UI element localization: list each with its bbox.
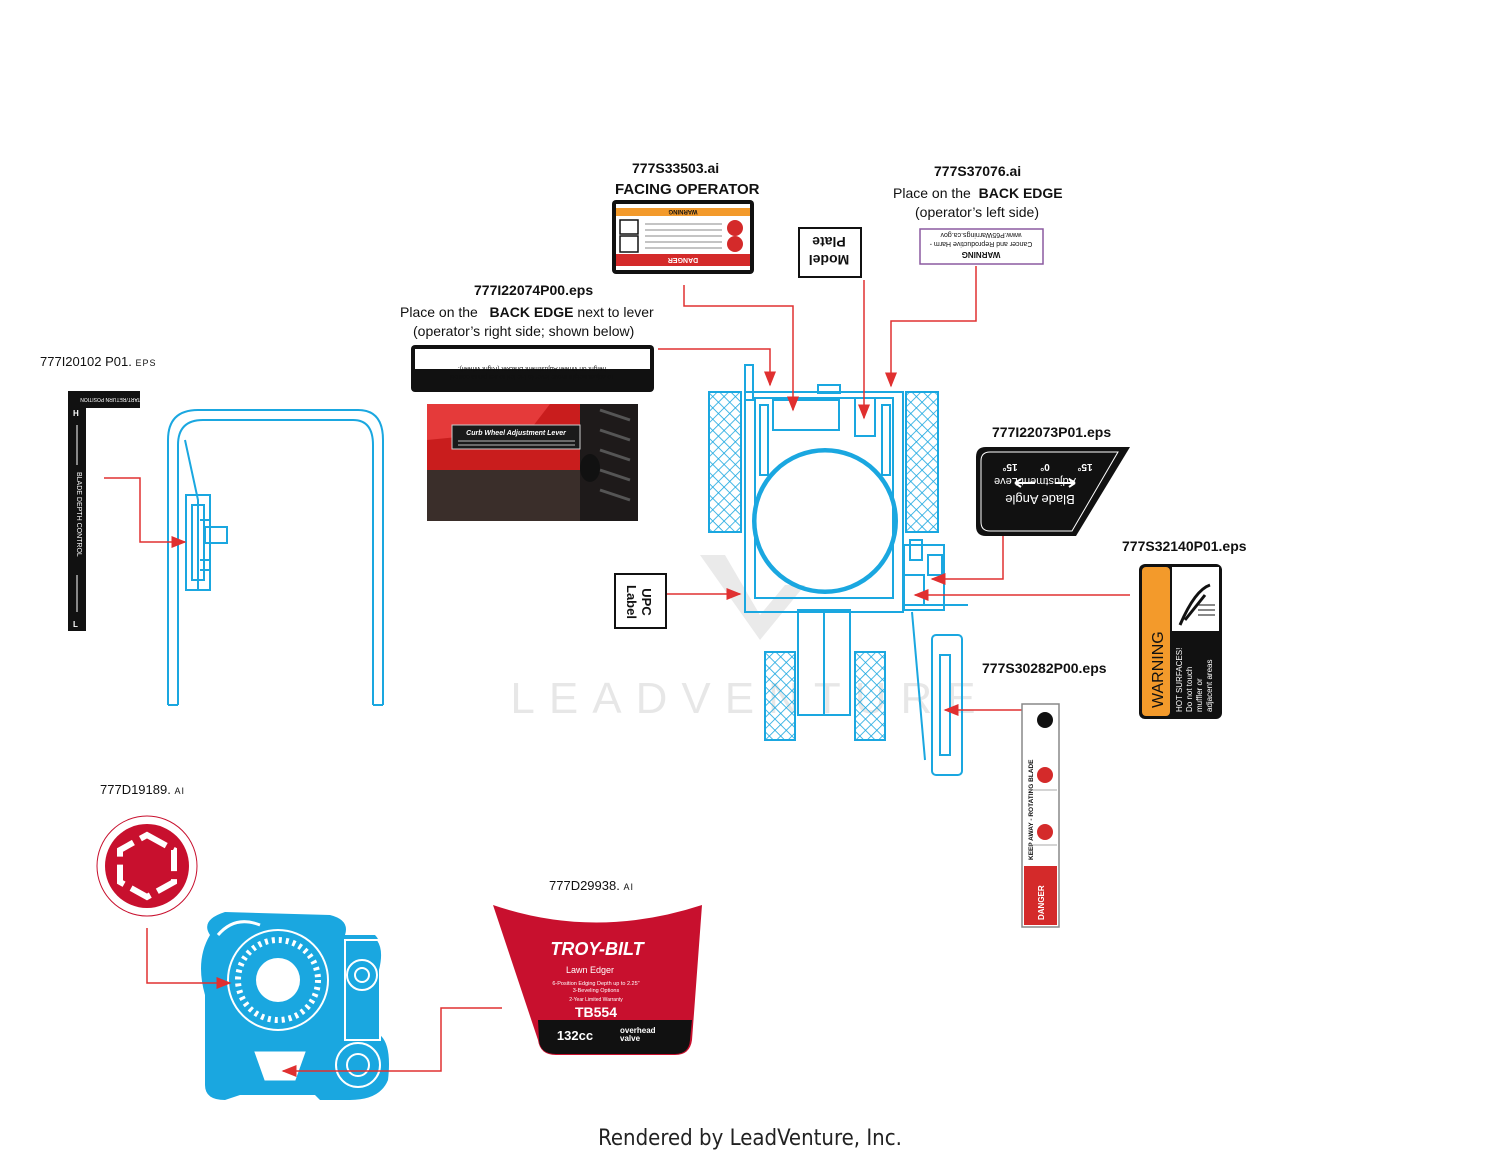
svg-text:Do not touch: Do not touch: [1185, 667, 1194, 712]
place-back-edge-left: Place on the BACK EDGE: [893, 185, 1063, 201]
svg-text:3-Beveling Options: 3-Beveling Options: [573, 988, 620, 994]
svg-text:132cc: 132cc: [557, 1028, 593, 1043]
part-777I22074P00: 777I22074P00.eps: [474, 282, 594, 298]
svg-text:overhead: overhead: [620, 1026, 656, 1035]
svg-text:Cancer and Reproductive Harm -: Cancer and Reproductive Harm -: [929, 240, 1032, 247]
arrow-curb-wheel: [658, 348, 776, 387]
svg-text:valve: valve: [620, 1034, 641, 1043]
arrow-facing-operator: [683, 285, 799, 412]
caption-facing-operator: FACING OPERATOR: [615, 181, 760, 198]
arrow-engine-decal: [281, 1007, 502, 1077]
svg-text:Curb Wheel Adjustment Lever: Curb Wheel Adjustment Lever: [466, 430, 567, 437]
watermark-logo: [700, 555, 805, 640]
decal-facing-operator: DANGER WARNING: [612, 200, 754, 274]
svg-text:15°: 15°: [1002, 461, 1017, 472]
svg-text:Adjustment Leve: Adjustment Leve: [994, 475, 1076, 487]
arrow-prop65: [885, 266, 977, 388]
svg-text:adjacent areas: adjacent areas: [1205, 660, 1214, 712]
part-777S32140P01: 777S32140P01.eps: [1122, 538, 1247, 554]
part-777D29938: 777D29938. AI: [549, 878, 634, 893]
svg-text:TB554: TB554: [575, 1004, 617, 1020]
svg-text:muffler or: muffler or: [1195, 678, 1204, 712]
footer-credit: Rendered by LeadVenture, Inc.: [598, 1126, 902, 1151]
svg-text:WARNING: WARNING: [668, 208, 697, 214]
decal-curb-wheel: Curb Wheel Adjustment Leve To adjust hei…: [411, 345, 654, 392]
svg-text:Lawn Edger: Lawn Edger: [566, 965, 614, 975]
svg-text:www.P65Warnings.ca.gov: www.P65Warnings.ca.gov: [940, 231, 1023, 238]
svg-text:2-Year Limited Warranty: 2-Year Limited Warranty: [569, 997, 623, 1003]
place-back-edge-lever: Place on the BACK EDGE next to lever: [400, 304, 654, 320]
arrow-engine-logo: [146, 928, 232, 989]
engine-drawing: [201, 912, 389, 1100]
svg-text:6-Position Edging Depth up to: 6-Position Edging Depth up to 2.25": [552, 981, 639, 987]
arrow-depth: [104, 477, 187, 548]
svg-text:WARNING: WARNING: [962, 250, 1001, 259]
svg-text:BLADE DEPTH CONTROL: BLADE DEPTH CONTROL: [75, 472, 82, 557]
decal-engine-logo: [96, 815, 198, 917]
svg-text:KEEP AWAY - ROTATING BLADE: KEEP AWAY - ROTATING BLADE: [1028, 759, 1035, 860]
svg-text:DANGER: DANGER: [1037, 885, 1046, 920]
handle-drawing: [167, 409, 384, 706]
part-777S30282P00: 777S30282P00.eps: [982, 660, 1107, 676]
svg-text:WARNING: WARNING: [1150, 631, 1167, 708]
place-operator-left: (operator’s left side): [915, 204, 1039, 220]
edger-top-view: [708, 364, 968, 776]
decal-hot-surface: WARNING HOT SURFACES! Do not touch muffl…: [1139, 564, 1222, 719]
model-plate-text: Model Plate: [808, 234, 850, 268]
curb-wheel-photo: Curb Wheel Adjustment Lever: [427, 404, 638, 521]
part-777S37076: 777S37076.ai: [934, 163, 1022, 179]
decal-blade-depth: START/RETURN POSITION BLADE DEPTH CONTRO…: [68, 391, 144, 631]
part-777I20102P01: 777I20102 P01. EPS: [40, 354, 157, 369]
part-777S33503: 777S33503.ai: [632, 160, 720, 176]
place-operator-right: (operator’s right side; shown below): [413, 323, 635, 339]
svg-text:H: H: [73, 409, 79, 418]
part-777I22073P01: 777I22073P01.eps: [992, 424, 1112, 440]
svg-text:0°: 0°: [1040, 461, 1050, 472]
svg-text:Curb Wheel Adjustment Leve: Curb Wheel Adjustment Leve: [451, 352, 607, 366]
svg-text:DANGER: DANGER: [668, 256, 698, 263]
svg-text:15°: 15°: [1077, 461, 1092, 472]
svg-text:To adjust height move lever to: To adjust height move lever to the left …: [449, 373, 614, 380]
arrow-blade-angle: [930, 536, 1004, 585]
upc-label-box: [614, 573, 667, 629]
upc-label-text: UPC Label: [624, 585, 654, 619]
svg-text:Blade Angle: Blade Angle: [1005, 492, 1074, 507]
svg-text:L: L: [73, 620, 78, 629]
model-plate-box: [798, 227, 862, 278]
decal-rotating-blade: DANGER KEEP AWAY - ROTATING BLADE: [1021, 703, 1060, 928]
part-777D19189: 777D19189. AI: [100, 782, 185, 797]
decal-troy-bilt: TROY-BILT Lawn Edger 6-Position Edging D…: [493, 905, 702, 1055]
svg-text:HOT SURFACES!: HOT SURFACES!: [1175, 648, 1184, 712]
svg-text:height on Wheel Adjustment Bra: height on Wheel Adjustment Bracket (Righ…: [458, 365, 606, 372]
svg-text:START/RETURN POSITION: START/RETURN POSITION: [80, 396, 144, 402]
svg-text:TROY-BILT: TROY-BILT: [550, 939, 645, 959]
decal-prop65: WARNING Cancer and Reproductive Harm - w…: [919, 228, 1044, 265]
decal-blade-angle: Blade Angle Adjustment Leve 15° 0° 15°: [976, 447, 1130, 536]
watermark-text: LEADVENTURE: [510, 674, 989, 723]
